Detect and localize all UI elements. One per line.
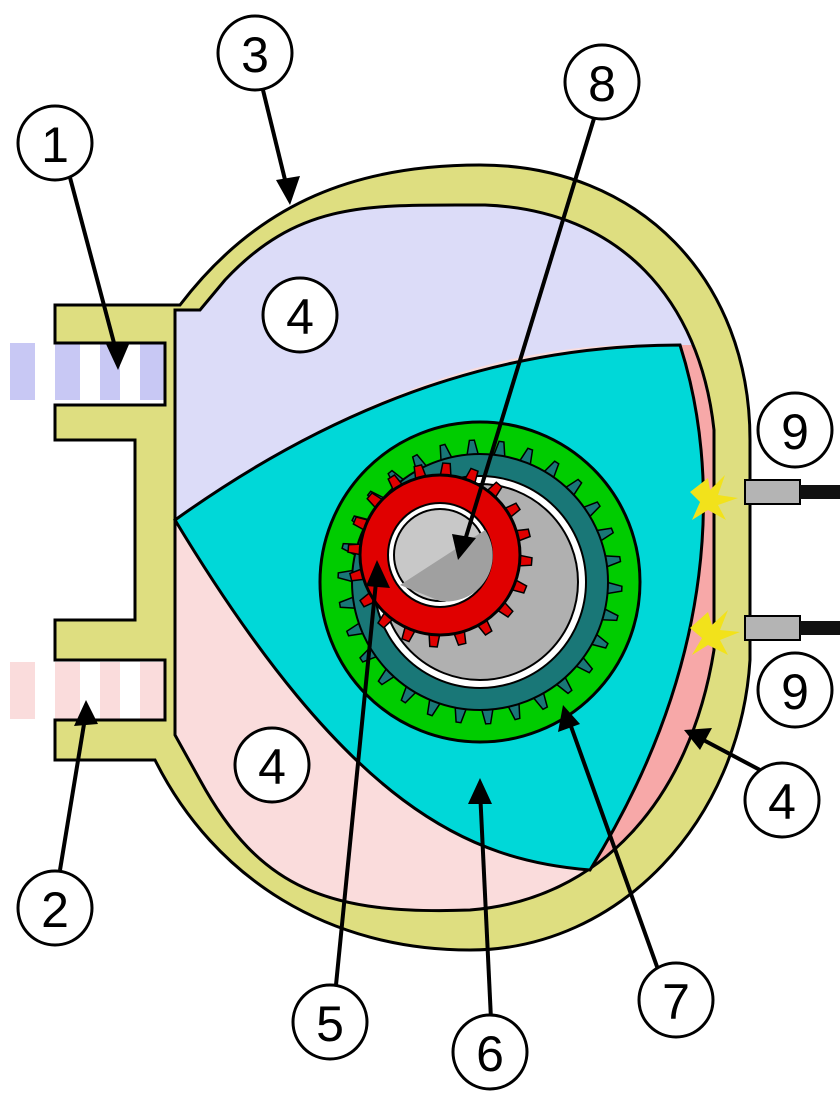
callout-3: 3	[216, 14, 294, 92]
callout-8-label: 8	[588, 56, 616, 112]
callout-3-label: 3	[241, 27, 269, 83]
exhaust-flow-stripes	[10, 662, 165, 719]
spark-plug-lower	[690, 610, 840, 655]
callout-4-intake-label: 4	[286, 289, 314, 345]
leader-lines	[58, 85, 761, 1041]
callout-9-upper: 9	[756, 391, 834, 469]
callout-2-label: 2	[41, 882, 69, 938]
callout-4-exhaust: 4	[233, 726, 311, 804]
callout-6: 6	[451, 1013, 529, 1091]
callout-4-compression-label: 4	[768, 774, 796, 830]
callout-7-label: 7	[662, 974, 690, 1030]
callout-8: 8	[563, 43, 641, 121]
callout-5: 5	[291, 983, 369, 1061]
callout-4-intake: 4	[261, 276, 339, 354]
callout-4-compression: 4	[743, 761, 821, 839]
callout-2: 2	[16, 869, 94, 947]
callout-1: 1	[16, 104, 94, 182]
callout-5-label: 5	[316, 996, 344, 1052]
intake-flow-stripes	[10, 343, 165, 400]
callout-9-lower-label: 9	[781, 664, 809, 720]
spark-plug-upper	[690, 475, 840, 520]
callout-9-upper-label: 9	[781, 404, 809, 460]
callout-4-exhaust-label: 4	[258, 739, 286, 795]
shaft-shading	[400, 530, 493, 602]
callout-9-lower: 9	[756, 651, 834, 729]
callout-7: 7	[637, 961, 715, 1039]
leader-arrowheads	[74, 176, 712, 804]
callout-6-label: 6	[476, 1026, 504, 1082]
intake-chamber	[175, 204, 714, 520]
callout-1-label: 1	[41, 117, 69, 173]
